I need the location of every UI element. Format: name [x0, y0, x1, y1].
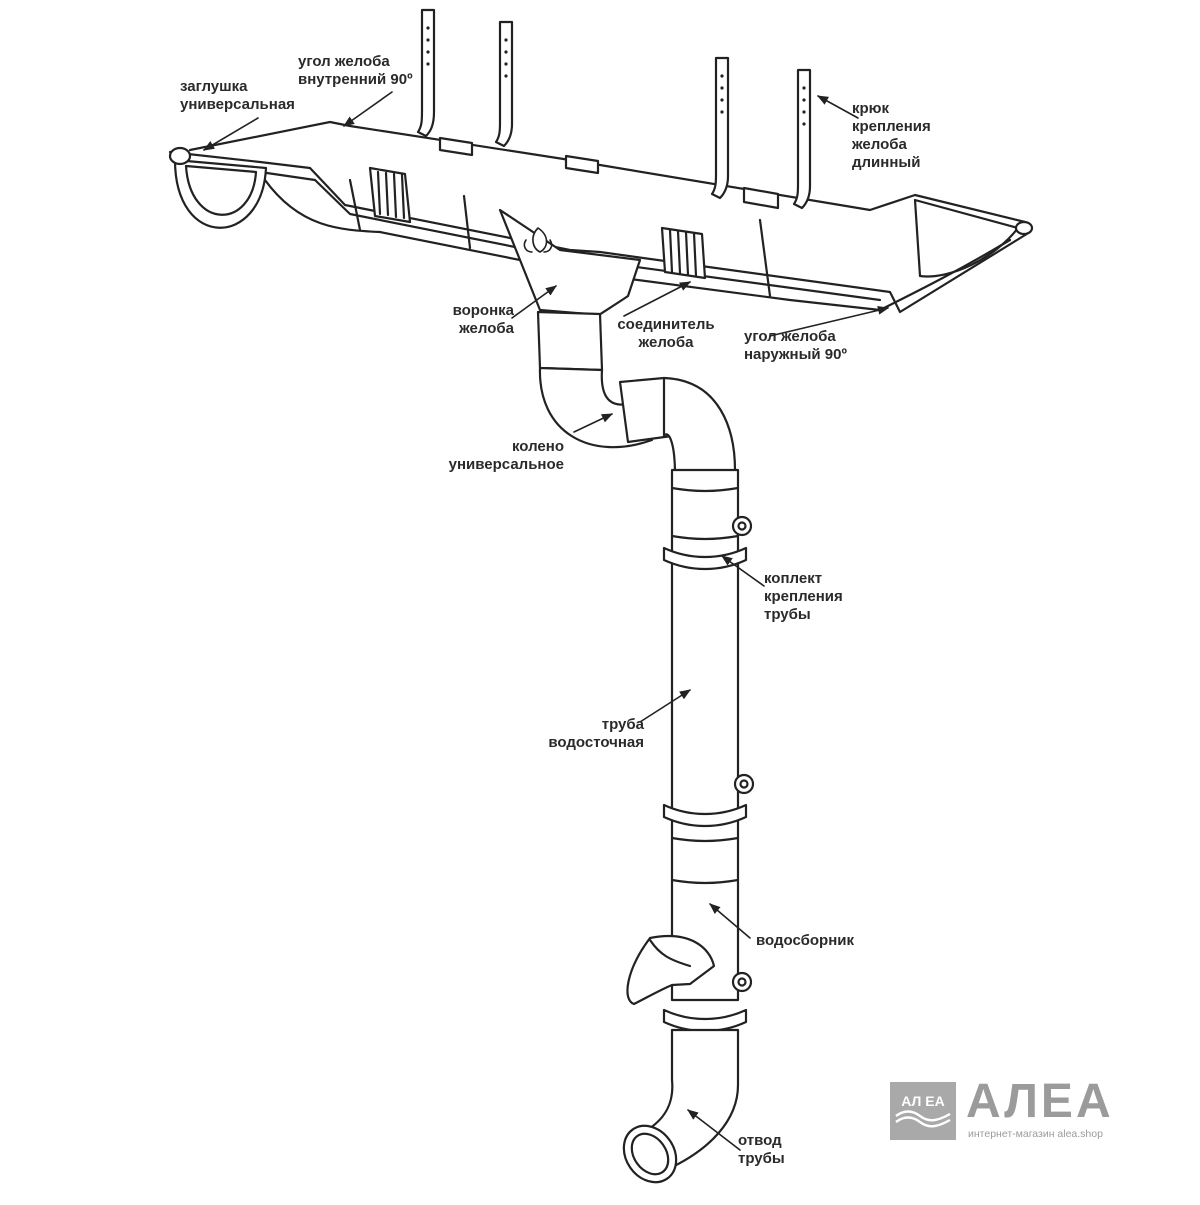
- label-end-cap: заглушка универсальная: [180, 78, 295, 113]
- downpipe: [670, 468, 740, 1002]
- label-downpipe: труба водосточная: [548, 716, 644, 751]
- label-connector: соединитель желоба: [617, 316, 715, 351]
- brand-tagline: интернет-магазин alea.shop: [968, 1128, 1103, 1140]
- end-cap: [168, 146, 268, 229]
- label-funnel: воронка желоба: [452, 302, 514, 337]
- brand-name: АЛЕА: [966, 1075, 1114, 1128]
- label-pipe-bracket: коплект крепления трубы: [764, 570, 843, 623]
- label-elbow: колено универсальное: [448, 438, 564, 473]
- label-collector: водосборник: [756, 932, 854, 949]
- label-inner-corner: угол желоба внутренний 90º: [298, 53, 413, 88]
- logo-mark-text: АЛ ЕА: [901, 1093, 944, 1109]
- brand-logo: АЛ ЕА АЛЕА интернет-магазин alea.shop: [888, 1075, 1128, 1150]
- outer-corner: [913, 198, 1034, 278]
- hook-holes: [426, 26, 806, 126]
- pipe-brackets: [662, 515, 755, 1033]
- gutter-hooks: [416, 8, 812, 210]
- rim-clips: [438, 136, 780, 210]
- elbow: [538, 366, 737, 477]
- pipe-outlet: [622, 1028, 740, 1184]
- label-outlet: отвод трубы: [738, 1132, 785, 1167]
- fleur-de-lis-icon: [523, 227, 553, 253]
- alea-logo-mark: АЛ ЕА: [890, 1082, 956, 1140]
- gutter-connectors: [368, 166, 707, 280]
- label-hook: крюк крепления желоба длинный: [852, 100, 931, 171]
- label-outer-corner: угол желоба наружный 90º: [744, 328, 847, 363]
- rain-collector: [626, 935, 716, 1006]
- alea-logo-icon: АЛ ЕА: [890, 1082, 956, 1140]
- leader-arrows: [203, 91, 890, 1151]
